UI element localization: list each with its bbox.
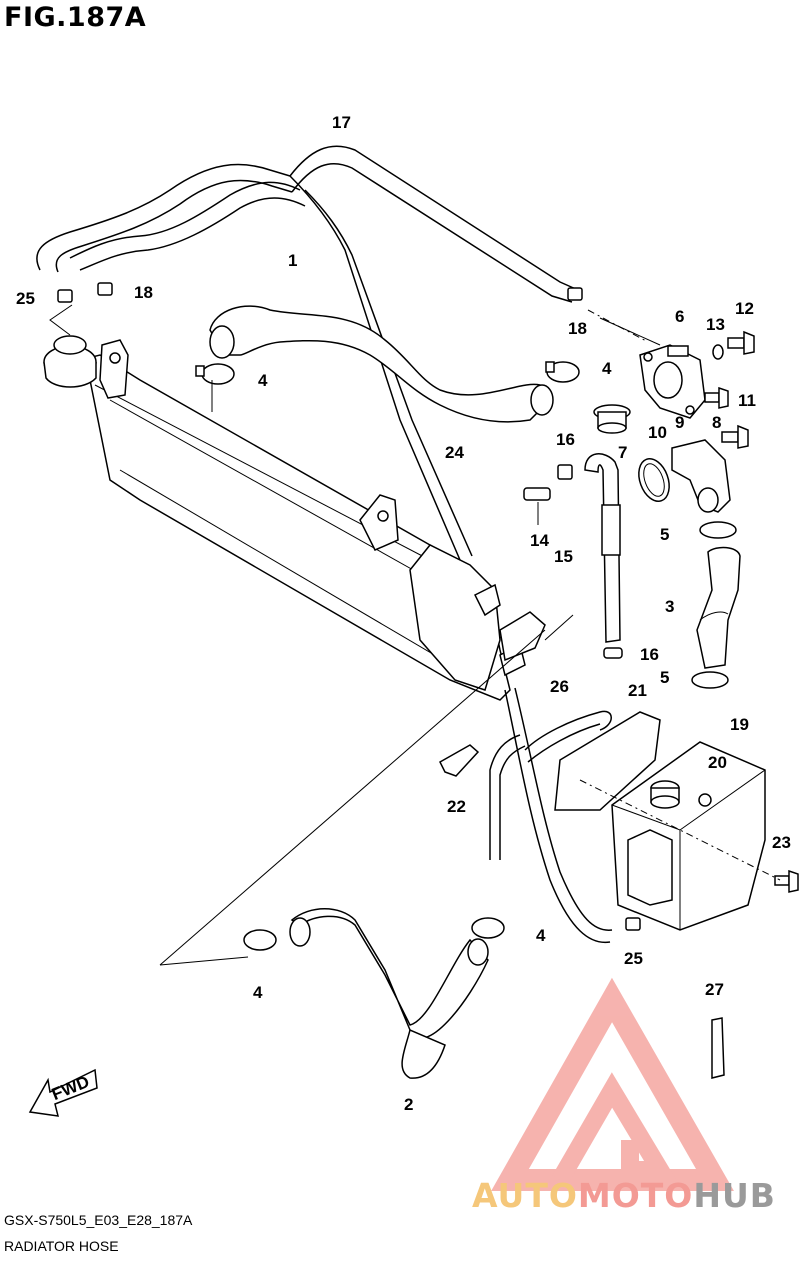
thermostat-case xyxy=(639,344,706,419)
callout-18: 18 xyxy=(568,319,587,338)
clip-25-right xyxy=(625,917,641,931)
overflow-hose xyxy=(36,145,579,561)
callout-25: 25 xyxy=(624,949,643,968)
bypass-hose xyxy=(584,453,621,643)
callout-13: 13 xyxy=(706,315,725,334)
callout-20: 20 xyxy=(708,753,727,772)
radiator xyxy=(78,339,546,701)
callout-21: 21 xyxy=(628,681,647,700)
callout-12: 12 xyxy=(735,299,754,318)
union-fitting xyxy=(523,487,551,501)
upper-radiator-hose xyxy=(209,305,554,423)
strap-27 xyxy=(711,1017,725,1079)
drain-hose-24 xyxy=(504,687,613,944)
callout-4: 4 xyxy=(536,926,546,945)
washer-13 xyxy=(712,344,724,360)
callout-4: 4 xyxy=(253,983,263,1002)
callout-8: 8 xyxy=(712,413,721,432)
fwd-label: FWD xyxy=(49,1072,92,1104)
watermark-part-auto: AUTO xyxy=(472,1176,578,1215)
hose-clamp-lower-left xyxy=(243,929,277,951)
callout-16: 16 xyxy=(640,645,659,664)
clip-22 xyxy=(439,744,480,777)
callout-23: 23 xyxy=(772,833,791,852)
callout-26: 26 xyxy=(550,677,569,696)
thermostat xyxy=(593,404,631,434)
watermark-brand: AUTOMOTOHUB xyxy=(472,1176,776,1215)
reservoir-cap xyxy=(650,780,680,809)
callout-19: 19 xyxy=(730,715,749,734)
callout-15: 15 xyxy=(554,547,573,566)
o-ring xyxy=(638,458,670,502)
watermark-logo-icon xyxy=(491,977,734,1191)
clip-18-left xyxy=(97,282,113,296)
callout-5: 5 xyxy=(660,668,669,687)
lower-radiator-hose xyxy=(289,908,489,1079)
callout-5: 5 xyxy=(660,525,669,544)
bolt-23 xyxy=(774,869,799,893)
figure-title: FIG.187A xyxy=(4,2,147,33)
callout-14: 14 xyxy=(530,531,549,550)
clamp-16-lower xyxy=(603,647,623,659)
hose-clamp-lower-right xyxy=(471,917,505,939)
callout-18: 18 xyxy=(134,283,153,302)
bolt-12 xyxy=(727,330,755,355)
callout-22: 22 xyxy=(447,797,466,816)
callout-4: 4 xyxy=(258,371,268,390)
callout-7: 7 xyxy=(618,443,627,462)
reservoir-hose xyxy=(489,710,612,860)
callout-1: 1 xyxy=(288,251,297,270)
clamp-5-upper xyxy=(699,521,737,539)
radiator-cap xyxy=(43,335,97,388)
callout-6: 6 xyxy=(675,307,684,326)
clamp-5-lower xyxy=(691,671,729,689)
callout-16: 16 xyxy=(556,430,575,449)
bracket-21 xyxy=(554,711,661,811)
callout-25: 25 xyxy=(16,289,35,308)
bolt-8 xyxy=(704,386,729,409)
callout-labels: 17 1 25 18 18 6 13 12 4 4 8 11 24 16 7 1… xyxy=(16,113,791,1114)
callout-10: 10 xyxy=(648,423,667,442)
fwd-arrow-icon: FWD xyxy=(28,1068,98,1117)
callout-4: 4 xyxy=(602,359,612,378)
callout-2: 2 xyxy=(404,1095,413,1114)
hose-clamp-upper-left xyxy=(195,363,235,385)
callout-24: 24 xyxy=(445,443,464,462)
clip-18-right xyxy=(567,287,583,301)
reference-lines xyxy=(49,304,781,966)
bolt-11 xyxy=(721,424,749,449)
clip-25-left xyxy=(57,289,73,303)
water-hose-3 xyxy=(696,546,741,669)
clamp-16-upper xyxy=(557,464,573,480)
watermark-part-moto: MOTO xyxy=(577,1176,694,1215)
thermostat-cover xyxy=(671,439,731,513)
model-code: GSX-S750L5_E03_E28_187A xyxy=(4,1212,193,1228)
callout-9: 9 xyxy=(675,413,684,432)
hose-clamp-upper-right xyxy=(545,361,580,383)
callout-27: 27 xyxy=(705,980,724,999)
watermark-part-hub: HUB xyxy=(693,1176,776,1215)
callout-3: 3 xyxy=(665,597,674,616)
diagram-subtitle: RADIATOR HOSE xyxy=(4,1238,119,1254)
callout-17: 17 xyxy=(332,113,351,132)
callout-11: 11 xyxy=(738,391,756,410)
